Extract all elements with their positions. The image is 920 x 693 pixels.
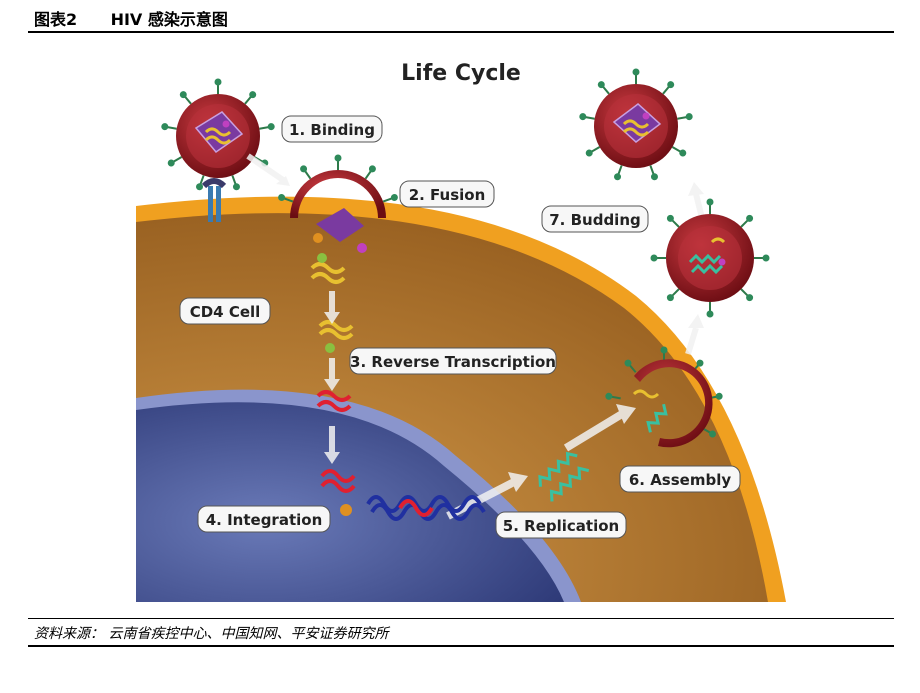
source-top-rule	[28, 618, 894, 619]
step-label-replication: 5. Replication	[495, 511, 627, 539]
bottom-rule	[28, 645, 894, 647]
step-label-assembly: 6. Assembly	[619, 465, 741, 493]
integrated-dna	[320, 469, 486, 521]
step-label-fusion-text: 2. Fusion	[409, 186, 486, 204]
step-label-assembly-text: 6. Assembly	[629, 471, 732, 489]
source-note: 资料来源： 云南省疾控中心、中国知网、平安证券研究所	[34, 623, 388, 643]
cell-nucleus	[136, 402, 564, 602]
step-label-budding-text: 7. Budding	[549, 211, 641, 229]
flow-arrows	[246, 153, 705, 520]
cell-label: CD4 Cell	[179, 297, 271, 325]
virion-binding	[159, 77, 277, 193]
figure-number: 图表2	[34, 10, 78, 29]
figure-title: HIV 感染示意图	[110, 10, 228, 29]
step-label-budding: 7. Budding	[541, 205, 649, 233]
step-label-reverse-transcription: 3. Reverse Transcription	[349, 347, 557, 375]
reverse-transcribed-dna	[318, 320, 354, 353]
viral-dna	[316, 390, 352, 412]
virion-assembly	[603, 345, 725, 448]
diagram-title: Life Cycle	[401, 61, 521, 86]
top-rule	[28, 31, 894, 33]
step-label-integration: 4. Integration	[197, 505, 331, 533]
viral-rna	[310, 253, 346, 284]
figure-header: 图表2 HIV 感染示意图	[34, 6, 228, 30]
virion-mature	[577, 67, 695, 183]
virion-budding	[649, 197, 771, 319]
step-label-fusion: 2. Fusion	[399, 180, 495, 208]
source-text: 云南省疾控中心、中国知网、平安证券研究所	[108, 626, 389, 642]
hiv-life-cycle-figure: Life Cycle	[136, 36, 786, 602]
life-cycle-diagram: Life Cycle	[136, 36, 786, 602]
virion-fusion	[276, 153, 400, 253]
step-label-replication-text: 5. Replication	[503, 517, 619, 535]
cd4-receptor	[201, 178, 227, 222]
step-label-integration-text: 4. Integration	[206, 511, 323, 529]
replicated-rna	[538, 451, 590, 502]
step-label-binding: 1. Binding	[281, 115, 383, 143]
cell-label-text: CD4 Cell	[190, 303, 261, 321]
source-prefix: 资料来源：	[34, 626, 104, 642]
step-label-binding-text: 1. Binding	[289, 121, 375, 139]
step-label-reverse-transcription-text: 3. Reverse Transcription	[350, 353, 556, 371]
